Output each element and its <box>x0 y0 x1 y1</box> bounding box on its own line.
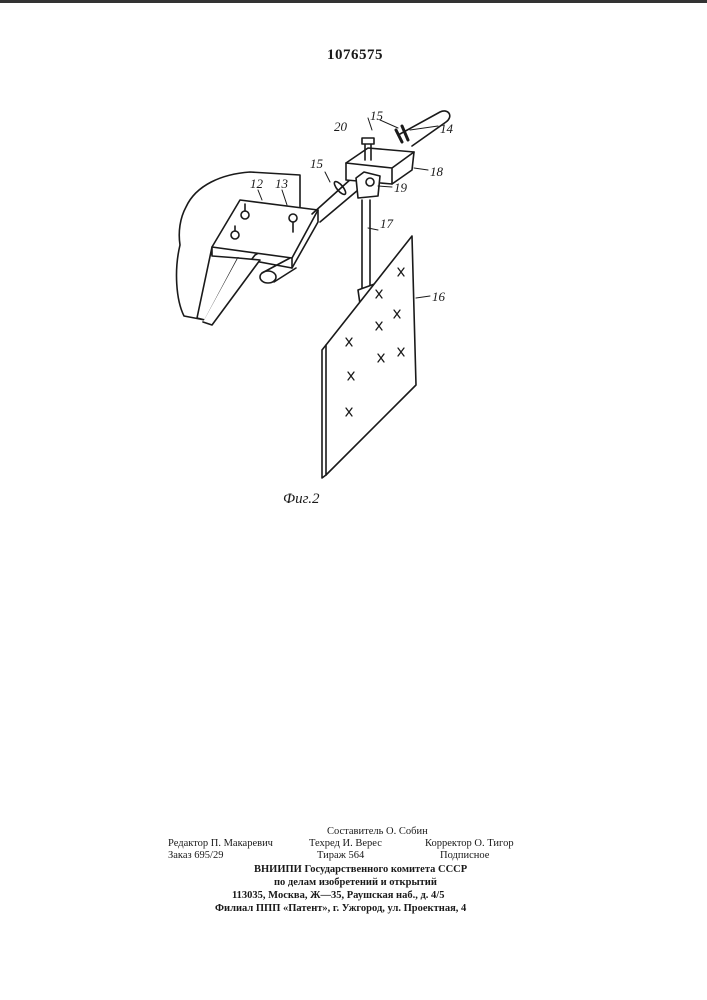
top-border-line <box>0 0 707 3</box>
plate-16 <box>326 236 416 475</box>
label-12: 12 <box>250 176 264 191</box>
label-20: 20 <box>334 119 348 134</box>
label-17: 17 <box>380 216 394 231</box>
imprint-org2: по делам изобретений и открытий <box>274 877 437 888</box>
label-18: 18 <box>430 164 444 179</box>
label-14: 14 <box>440 121 454 136</box>
imprint-subscription: Подписное <box>440 850 489 861</box>
imprint-address: 113035, Москва, Ж—35, Раушская наб., д. … <box>232 890 444 901</box>
patent-number: 1076575 <box>327 47 383 64</box>
imprint-techred: Техред И. Верес <box>309 838 382 849</box>
label-19: 19 <box>394 180 408 195</box>
imprint-circulation: Тираж 564 <box>317 850 364 861</box>
figure-caption: Фиг.2 <box>283 491 319 508</box>
label-15-top: 15 <box>370 108 384 123</box>
imprint-corrector: Корректор О. Тигор <box>425 838 514 849</box>
hanger-17 <box>362 200 370 290</box>
patent-drawing: 12 13 14 15 15 16 17 18 19 20 <box>150 95 570 515</box>
imprint-compiler: Составитель О. Собин <box>327 826 428 837</box>
imprint-order: Заказ 695/29 <box>168 850 223 861</box>
label-15-left: 15 <box>310 156 324 171</box>
imprint-branch: Филиал ППП «Патент», г. Ужгород, ул. Про… <box>215 903 466 914</box>
label-16: 16 <box>432 289 446 304</box>
imprint-editor: Редактор П. Макаревич <box>168 838 273 849</box>
imprint-org1: ВНИИПИ Государственного комитета СССР <box>254 864 467 875</box>
label-13: 13 <box>275 176 289 191</box>
